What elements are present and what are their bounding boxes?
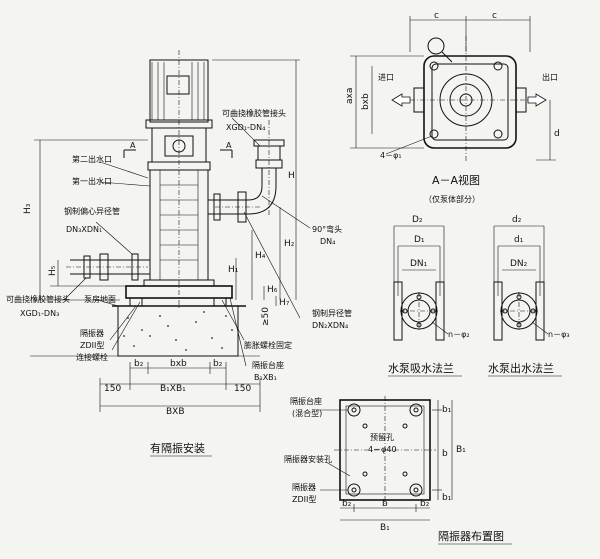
svg-text:H₃: H₃ [23, 203, 33, 214]
suction-flange: D₂ D₁ DN₁ n－φ₂ 水泵吸水法兰 [388, 215, 470, 377]
label-reserved-hole: 预留孔 [370, 432, 394, 442]
label-reducer-left: 钢制偏心异径管 [64, 206, 120, 216]
svg-text:n－φ₃: n－φ₃ [548, 330, 570, 339]
label-reducer-right: 钢制异径管 [312, 308, 352, 318]
label-outlet: 出口 [542, 72, 558, 82]
label-bolt: 连接螺栓 [76, 352, 108, 362]
svg-text:B₁XB₁: B₁XB₁ [160, 384, 186, 394]
leaders [63, 117, 311, 367]
label-outlet1: 第一出水口 [72, 176, 112, 186]
svg-text:c: c [434, 11, 439, 21]
isolator-layout: b₁ b b₁ B₁ b₂ b b₂ B₁ 隔振台座 (混合型) 预留孔 4－φ… [284, 396, 512, 545]
label-isolation-base: 隔振台座 [252, 360, 284, 370]
svg-text:H₂: H₂ [284, 239, 295, 249]
left-dimensions: H₃ H₅ [23, 139, 148, 301]
label-layout-base-note: (混合型) [292, 408, 322, 418]
label-elbow-dn: DN₄ [320, 237, 335, 246]
label-isolator-model: ZDII型 [80, 341, 104, 350]
svg-text:H₅: H₅ [48, 265, 58, 276]
svg-text:B₁: B₁ [380, 523, 390, 533]
coupling [147, 127, 211, 171]
svg-text:D₁: D₁ [414, 235, 425, 245]
svg-text:b₁: b₁ [442, 405, 452, 415]
svg-text:b₂: b₂ [342, 499, 352, 509]
svg-text:DN₁: DN₁ [410, 259, 428, 269]
right-dimensions: H H₂ H₄ H₁ H₆ H₇ ≥50 [212, 59, 300, 326]
label-flex-joint-top-model: XGD₁-DN₄ [226, 123, 265, 132]
svg-text:H₆: H₆ [267, 285, 278, 295]
svg-text:H: H [288, 171, 295, 181]
svg-text:H₄: H₄ [255, 251, 266, 261]
label-outlet2: 第二出水口 [72, 154, 112, 164]
svg-text:A: A [130, 141, 136, 150]
label-layout-isolator: 隔振器 [292, 482, 316, 492]
svg-text:axa: axa [345, 88, 355, 104]
foundation [30, 305, 260, 357]
svg-text:H₁: H₁ [228, 265, 239, 275]
layout-title: 隔振器布置图 [438, 529, 504, 543]
view-aa-subtitle: （仅泵体部分） [424, 194, 480, 204]
label-reducer-left-model: DN₃XDN₁ [66, 225, 102, 234]
svg-text:d: d [554, 129, 560, 139]
svg-text:d₁: d₁ [514, 235, 524, 245]
label-elbow: 90°弯头 [312, 224, 342, 234]
svg-text:b₂: b₂ [134, 359, 144, 369]
label-layout-base: 隔振台座 [290, 396, 322, 406]
svg-text:c: c [492, 11, 497, 21]
svg-text:b₁: b₁ [442, 493, 452, 503]
svg-text:b: b [382, 499, 388, 509]
svg-text:B₁: B₁ [456, 445, 466, 455]
label-holes: 4－φ₁ [380, 151, 402, 160]
pump-body [143, 169, 215, 287]
label-expansion-bolt: 膨胀螺栓固定 [244, 340, 292, 350]
suction-flange-title: 水泵吸水法兰 [388, 361, 454, 375]
svg-text:bxb: bxb [170, 359, 187, 369]
svg-text:≥50: ≥50 [261, 307, 271, 326]
svg-text:D₂: D₂ [412, 215, 423, 225]
section-mark-a: A A [123, 141, 233, 158]
label-floor: 泵房地面 [84, 294, 116, 304]
svg-text:b: b [442, 449, 448, 459]
svg-text:n－φ₂: n－φ₂ [448, 330, 470, 339]
svg-text:150: 150 [104, 384, 121, 394]
svg-text:H₇: H₇ [279, 298, 290, 308]
svg-text:bxb: bxb [361, 93, 371, 110]
label-reserved-hole-spec: 4－φ40 [368, 445, 397, 454]
label-flex-joint-bottom: 可曲挠橡胶管接头 [6, 294, 70, 304]
svg-text:BXB: BXB [166, 407, 185, 417]
view-aa: c c 进口 出口 axa bxb d 4－φ₁ A－A视图 （仅泵体部分） [345, 11, 560, 204]
view-aa-title: A－A视图 [432, 173, 480, 187]
installation-elevation: A A H₃ H₅ H H₂ H₄ H₁ H₆ [6, 50, 352, 457]
discharge-flange-title: 水泵出水法兰 [488, 361, 554, 375]
discharge-flange: d₂ d₁ DN₂ n－φ₃ 水泵出水法兰 [488, 215, 570, 377]
suction-pipe [66, 253, 150, 281]
svg-text:150: 150 [234, 384, 251, 394]
svg-text:A: A [226, 141, 232, 150]
label-flex-joint-bottom-model: XGD₁-DN₃ [20, 309, 59, 318]
svg-text:b₂: b₂ [420, 499, 430, 509]
svg-text:DN₂: DN₂ [510, 259, 528, 269]
svg-text:d₂: d₂ [512, 215, 522, 225]
installation-title: 有隔振安装 [150, 441, 205, 455]
label-isolator-hole: 隔振器安装孔 [284, 454, 332, 464]
motor [145, 50, 213, 310]
label-layout-isolator-model: ZDII型 [292, 495, 316, 504]
label-isolator: 隔振器 [80, 328, 104, 338]
svg-text:b₂: b₂ [213, 359, 223, 369]
label-flex-joint-top: 可曲挠橡胶管接头 [222, 108, 286, 118]
label-base-dim: B₁XB₁ [254, 373, 277, 382]
label-reducer-right-model: DN₂XDN₄ [312, 321, 348, 330]
discharge-pipe [208, 120, 285, 223]
bottom-dimensions: b₂ bxb b₂ 150 B₁XB₁ 150 BXB [99, 359, 261, 417]
label-inlet: 进口 [378, 73, 394, 82]
